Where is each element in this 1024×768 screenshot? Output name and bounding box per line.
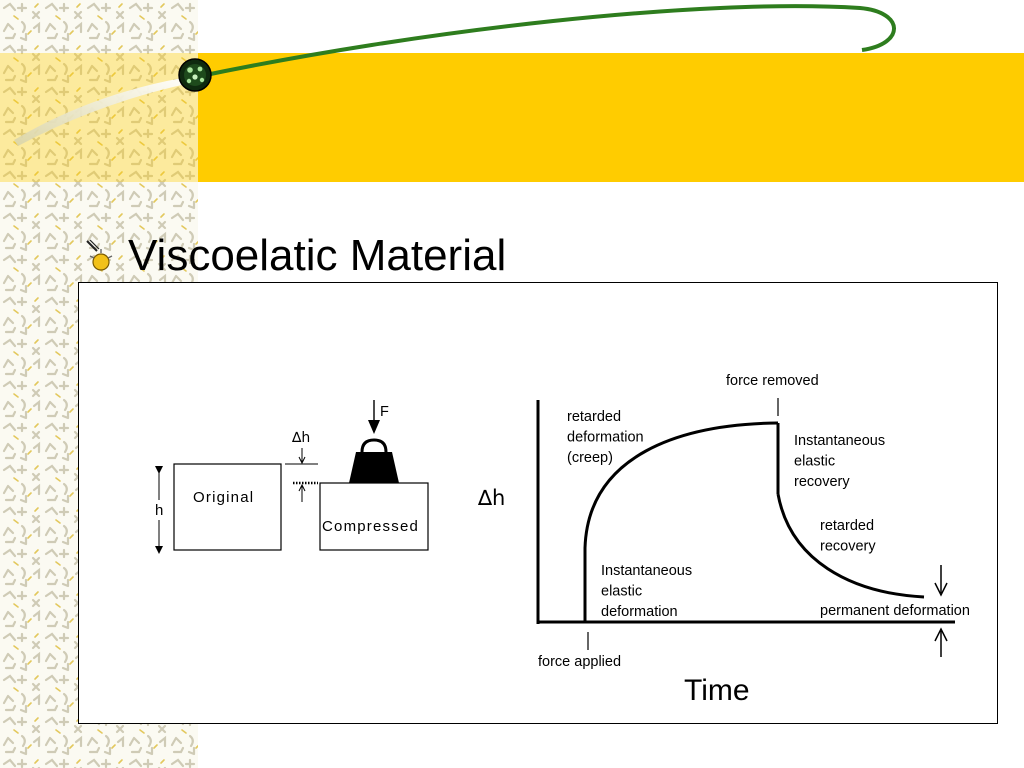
force-label: F <box>380 404 389 420</box>
x-axis-label: Time <box>684 674 750 707</box>
force-removed-label: force removed <box>726 373 819 389</box>
delta-h-small-label: ∆h <box>291 430 310 446</box>
slide-title: Viscoelatic Material <box>128 231 507 280</box>
compressed-label: Compressed <box>322 518 419 535</box>
header-band <box>198 53 1024 182</box>
force-applied-label: force applied <box>538 654 621 670</box>
permanent-deformation-label: permanent deformation <box>820 603 970 619</box>
y-axis-label: ∆h <box>477 486 505 510</box>
height-dimension <box>152 466 166 554</box>
weight-icon <box>349 438 399 483</box>
height-label: h <box>155 502 165 519</box>
retarded-deformation-label: retarded deformation (creep) <box>567 409 648 466</box>
instantaneous-elastic-recovery-label: Instantaneous elastic recovery <box>794 433 889 490</box>
compressed-block <box>319 482 429 551</box>
viscoelastic-diagram: h Original Compressed F ∆h ∆h Time <box>152 373 970 707</box>
instantaneous-elastic-deformation-label: Instantaneous elastic deformation <box>601 563 696 620</box>
bullet-icon <box>86 239 113 271</box>
accent-swoosh-line <box>195 4 896 79</box>
original-label: Original <box>193 489 254 506</box>
globe-ornament-icon <box>178 58 212 92</box>
retarded-recovery-label: retarded recovery <box>820 518 878 555</box>
deformation-curve <box>583 421 925 622</box>
original-block <box>173 463 282 551</box>
permanent-deformation-arrows <box>934 565 948 657</box>
delta-h-indicator <box>285 448 318 502</box>
